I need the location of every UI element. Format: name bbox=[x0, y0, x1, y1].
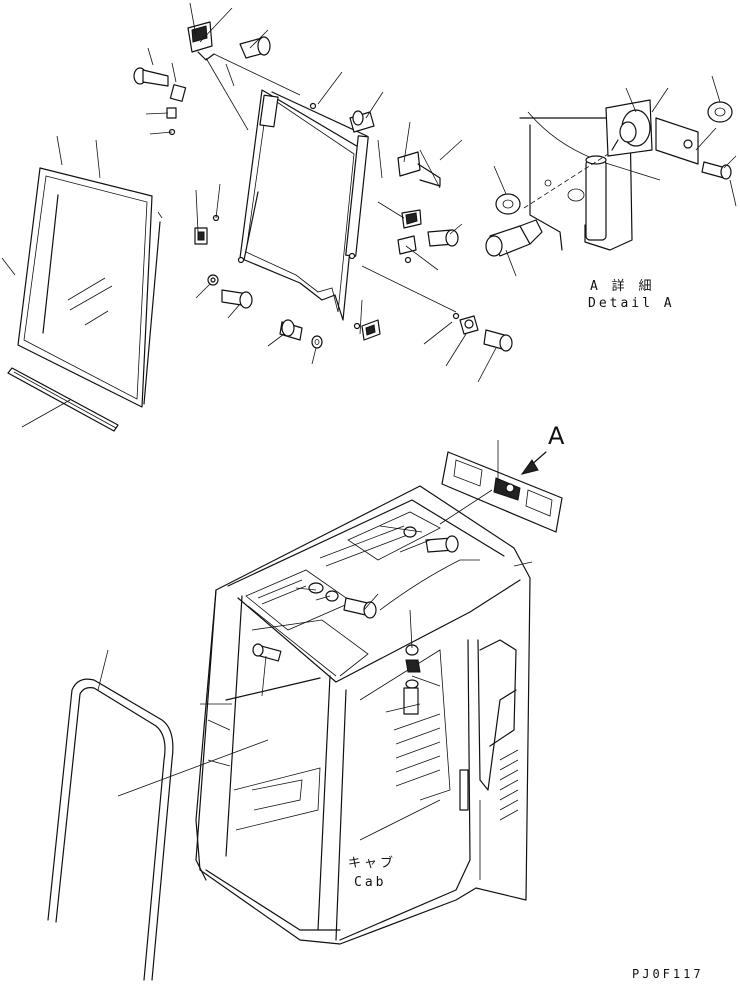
clip-left bbox=[166, 84, 187, 136]
view-arrow-a bbox=[520, 451, 547, 475]
leader-lines-cab bbox=[97, 440, 533, 797]
cab-label-jp: キャブ bbox=[348, 856, 397, 871]
bolt-top bbox=[239, 36, 271, 59]
view-letter-label: A bbox=[548, 422, 565, 450]
window-frame bbox=[237, 89, 369, 330]
door-seal bbox=[47, 678, 174, 981]
glass-seal-strip bbox=[7, 367, 119, 432]
cab-label-en: Cab bbox=[354, 875, 387, 890]
cab-roof-bolts bbox=[308, 526, 459, 619]
bolt-left bbox=[133, 67, 169, 87]
leader-lines-glass bbox=[1, 135, 163, 428]
hinge-bracket-top bbox=[187, 21, 215, 61]
bottom-hardware bbox=[279, 312, 513, 352]
bolt-mid bbox=[349, 110, 375, 133]
drawing-code: PJ0F117 bbox=[632, 967, 704, 981]
detail-label-jp: A 詳 細 bbox=[590, 279, 655, 294]
leader-lines-detail bbox=[493, 75, 737, 277]
latch-right bbox=[397, 149, 441, 189]
detail-a-nuts bbox=[495, 101, 733, 215]
detail-label-en: Detail A bbox=[588, 296, 675, 311]
detail-a-pin bbox=[485, 219, 543, 257]
cab-side-bolt bbox=[252, 643, 421, 715]
top-plate bbox=[441, 451, 563, 533]
window-glass bbox=[17, 167, 161, 408]
leader-lines-frame bbox=[145, 2, 497, 383]
cab-structure bbox=[195, 485, 531, 945]
detail-a-hinge bbox=[605, 99, 699, 165]
small-parts-right bbox=[397, 209, 459, 264]
